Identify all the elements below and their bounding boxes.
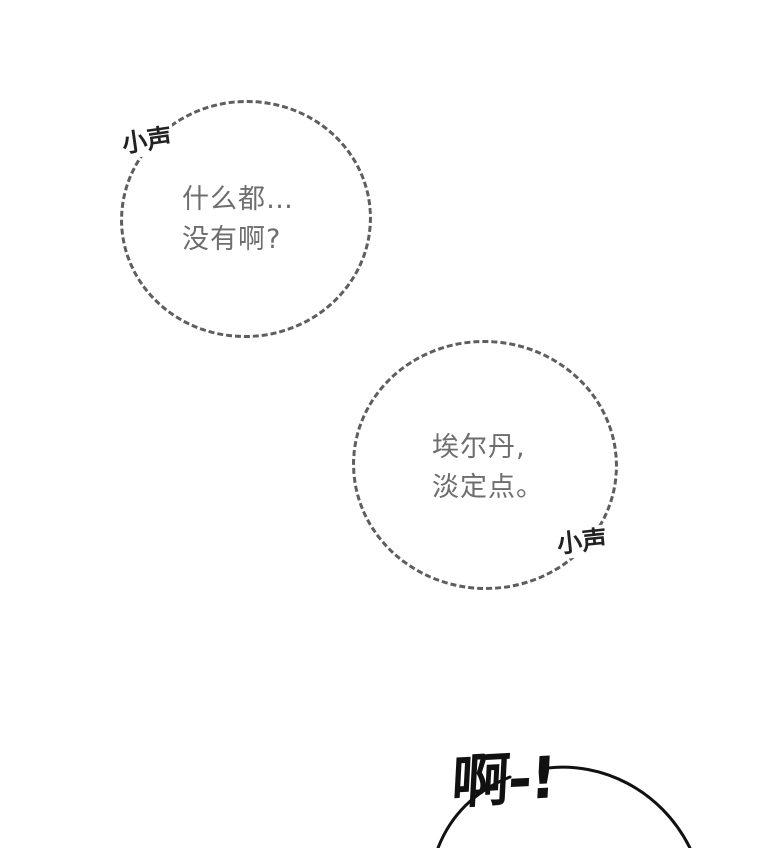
whisper-bubble-1-text: 什么都… 没有啊?: [182, 180, 294, 260]
exclamation-sfx: 啊-!: [449, 743, 557, 817]
whisper-bubble-2-text: 埃尔丹, 淡定点。: [432, 428, 544, 508]
bubble-1-line-2: 没有啊?: [182, 224, 282, 255]
bubble-1-line-1: 什么都…: [182, 184, 294, 215]
bubble-2-line-2: 淡定点。: [432, 472, 544, 503]
speech-bubble-outline: [436, 765, 692, 848]
bubble-2-line-1: 埃尔丹,: [432, 432, 526, 463]
